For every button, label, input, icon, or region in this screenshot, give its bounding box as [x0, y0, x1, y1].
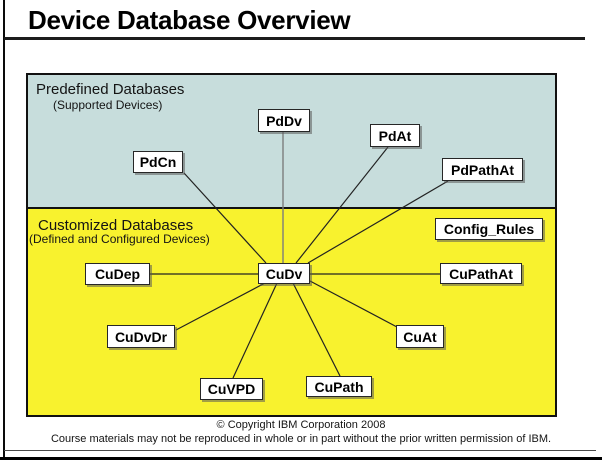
region-customized-label: Customized Databases	[38, 217, 194, 234]
page-left-edge	[3, 0, 5, 460]
node-cuat: CuAt	[396, 325, 444, 348]
title-underline	[4, 37, 585, 40]
device-database-diagram: Predefined Databases (Supported Devices)…	[26, 73, 557, 417]
edge-cudv-pdcn	[183, 172, 267, 264]
copyright-text: © Copyright IBM Corporation 2008	[216, 419, 386, 431]
region-customized-databases: Customized Databases (Defined and Config…	[26, 209, 557, 417]
node-pddv: PdDv	[258, 109, 310, 132]
page-title: Device Database Overview	[28, 5, 351, 35]
region-customized-sublabel: (Defined and Configured Devices)	[29, 232, 210, 246]
node-cudv: CuDv	[258, 263, 310, 284]
node-cupathat: CuPathAt	[440, 263, 522, 284]
edge-cudv-pdat	[295, 146, 389, 264]
edge-cudv-cuvpd	[232, 282, 278, 379]
region-divider-line	[26, 207, 557, 209]
edge-cudv-cudvdr	[175, 282, 266, 331]
region-predefined-databases: Predefined Databases (Supported Devices)	[26, 73, 557, 207]
node-pdcn: PdCn	[133, 151, 183, 173]
node-cuvpd: CuVPD	[200, 378, 263, 400]
region-predefined-label: Predefined Databases	[36, 81, 185, 98]
bottom-edge-band	[0, 457, 602, 460]
node-config-rules: Config_Rules	[435, 218, 543, 240]
region-predefined-sublabel: (Supported Devices)	[53, 98, 163, 112]
node-cupath: CuPath	[306, 376, 372, 397]
node-cudvdr: CuDvDr	[107, 325, 175, 348]
node-cudep: CuDep	[85, 263, 150, 285]
node-pdpathat: PdPathAt	[442, 158, 523, 181]
edge-cudv-pdpathat	[307, 180, 449, 264]
bottom-hairline	[4, 450, 596, 451]
node-pdat: PdAt	[370, 124, 420, 147]
edge-cudv-cupath	[292, 282, 341, 377]
connector-lines	[150, 132, 449, 379]
edge-cudv-cuat	[309, 280, 398, 328]
slide-footer: © Copyright IBM Corporation 2008 Course …	[0, 417, 602, 445]
reproduction-notice-text: Course materials may not be reproduced i…	[50, 433, 552, 445]
